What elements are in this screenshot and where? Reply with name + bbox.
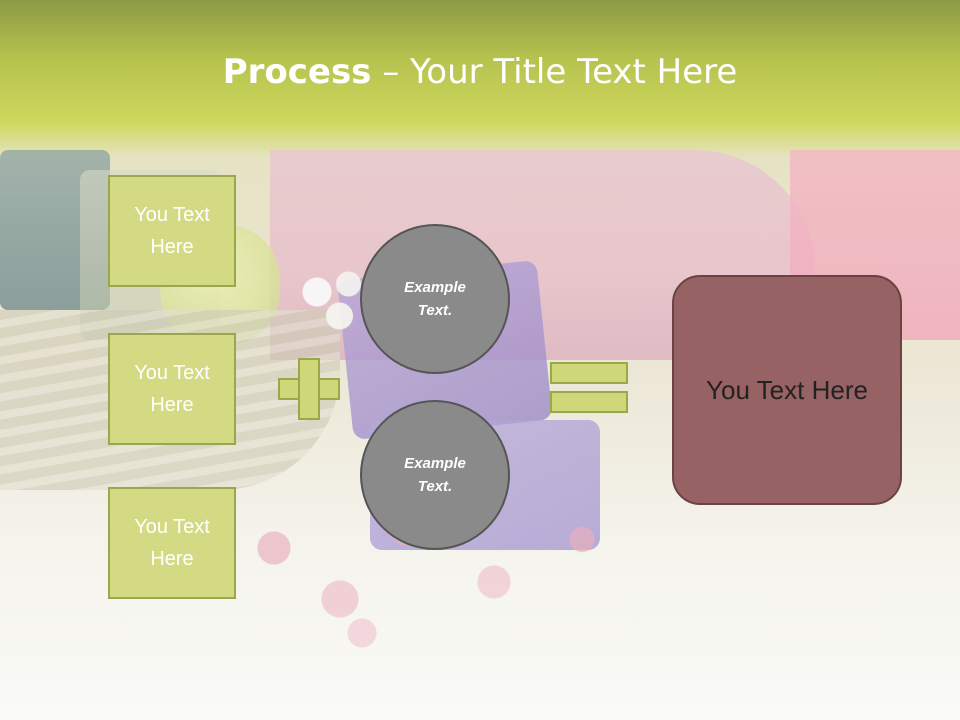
example-circle-1[interactable]: Example Text. [360,224,510,374]
title-bold: Process [222,52,372,92]
example-circle-2[interactable]: Example Text. [360,400,510,550]
example-circle-2-label: Example Text. [404,455,466,495]
text-box-3-label: You Text Here [134,516,210,570]
text-box-1-label: You Text Here [134,204,210,258]
text-box-2[interactable]: You Text Here [108,333,236,445]
plus-icon[interactable] [278,358,340,420]
example-circle-1-label: Example Text. [404,279,466,319]
result-box-label: You Text Here [706,374,868,405]
equals-bar-top [550,362,628,384]
slide-title[interactable]: Process – Your Title Text Here [0,52,960,92]
text-box-2-label: You Text Here [134,362,210,416]
equals-bar-bottom [550,391,628,413]
text-box-3[interactable]: You Text Here [108,487,236,599]
text-box-1[interactable]: You Text Here [108,175,236,287]
title-rest: – Your Title Text Here [371,52,738,92]
result-box[interactable]: You Text Here [672,275,902,505]
